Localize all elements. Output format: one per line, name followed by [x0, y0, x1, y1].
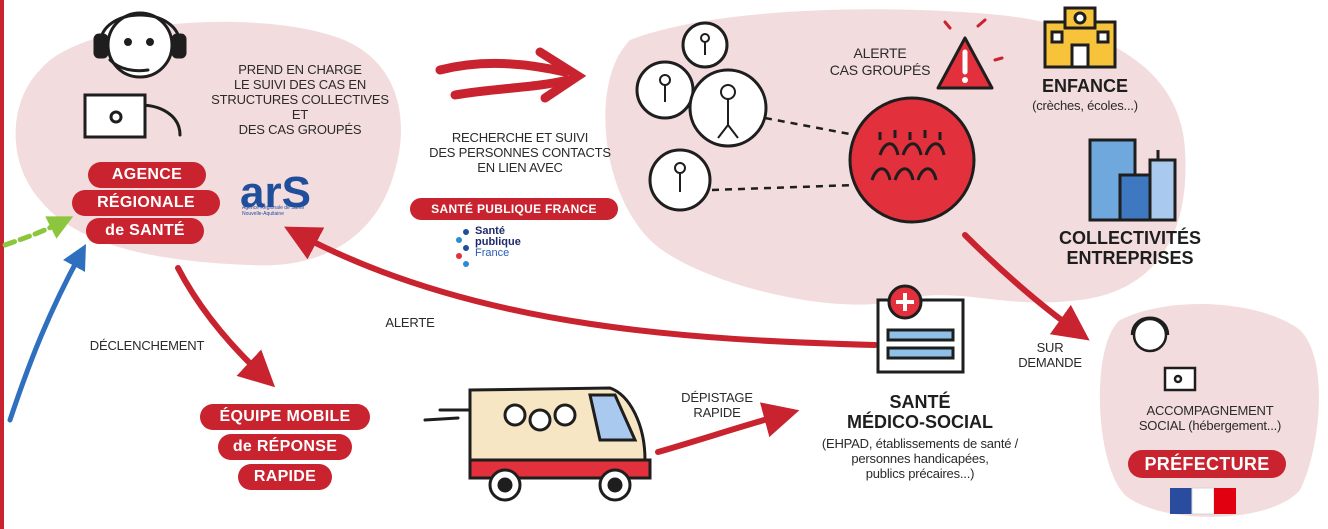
- declenchement-label: DÉCLENCHEMENT: [89, 338, 205, 353]
- depistage-label: DÉPISTAGE RAPIDE: [672, 390, 762, 420]
- sante-sub-line: publics précaires...): [865, 466, 975, 481]
- prefecture-text: ACCOMPAGNEMENT SOCIAL (hébergement...): [1110, 403, 1310, 433]
- prefecture-line: SOCIAL (hébergement...): [1138, 418, 1282, 433]
- spf-logo-line: France: [475, 247, 510, 259]
- dashed-connections: [711, 116, 856, 192]
- sur-demande-label: SUR DEMANDE: [1005, 340, 1095, 370]
- arrow-declenchement: [175, 265, 276, 388]
- call-agent-icon: [83, 11, 187, 139]
- ars-role-line: STRUCTURES COLLECTIVES ET: [211, 92, 389, 122]
- office-buildings-icon: [1088, 138, 1177, 222]
- alert-line: CAS GROUPÉS: [829, 62, 931, 78]
- spf-intro-text: RECHERCHE ET SUIVI DES PERSONNES CONTACT…: [425, 130, 615, 175]
- spf-intro-line: RECHERCHE ET SUIVI: [451, 130, 589, 145]
- arrow-sur-demande: [962, 232, 1090, 341]
- equipe-pill-line2: de RÉPONSE: [218, 434, 352, 460]
- sante-title-line: MÉDICO-SOCIAL: [847, 412, 993, 432]
- collectivites-text: COLLECTIVITÉS ENTREPRISES: [1045, 228, 1215, 268]
- prefecture-agent-icon: [1130, 316, 1197, 392]
- ars-pill-line3: de SANTÉ: [86, 218, 204, 244]
- equipe-pill-line3: RAPIDE: [238, 464, 332, 490]
- motion-lines: [423, 408, 472, 422]
- sante-sub-line: personnes handicapées,: [851, 451, 989, 466]
- van-icon: [468, 386, 652, 502]
- school-icon: [1043, 6, 1117, 69]
- arrow-blue-incoming: [7, 244, 86, 423]
- spf-intro-line: EN LIEN AVEC: [477, 160, 563, 175]
- equipe-pill-line1: ÉQUIPE MOBILE: [200, 404, 370, 430]
- sur-demande-line: DEMANDE: [1018, 355, 1082, 370]
- hospital-icon: [876, 284, 965, 374]
- collectivites-line: COLLECTIVITÉS: [1058, 228, 1201, 248]
- arrow-ars-to-clusters: [435, 47, 587, 103]
- spf-pill: SANTÉ PUBLIQUE FRANCE: [410, 198, 618, 220]
- collectivites-line: ENTREPRISES: [1066, 248, 1194, 268]
- spf-logo-line: publique: [475, 236, 521, 248]
- spf-logo-dots: [456, 229, 469, 267]
- alert-triangle-icon: [936, 18, 1004, 90]
- enfance-subtitle: (crèches, écoles...): [1032, 98, 1138, 113]
- sante-subtitle: (EHPAD, établissements de santé / person…: [800, 436, 1040, 481]
- sante-sub-line: (EHPAD, établissements de santé /: [821, 436, 1019, 451]
- spf-logo-text: Santé publique France: [475, 226, 521, 259]
- contacts-stick-figures: [659, 33, 739, 192]
- ars-role-line: PREND EN CHARGE: [238, 62, 362, 77]
- sante-title: SANTÉ MÉDICO-SOCIAL: [825, 392, 1015, 432]
- alerte-label: ALERTE: [385, 315, 435, 330]
- depistage-line: RAPIDE: [693, 405, 741, 420]
- french-republic-logo: [1170, 487, 1236, 515]
- ars-pill-line1: AGENCE: [88, 162, 206, 188]
- spf-logo-line: Santé: [475, 225, 505, 237]
- ars-logo-subtitle: Agence Régionale de Santé Nouvelle-Aquit…: [242, 205, 305, 217]
- ars-logo-text: arS: [240, 168, 311, 217]
- left-border-stripe: [0, 0, 4, 529]
- sur-demande-line: SUR: [1036, 340, 1064, 355]
- alert-clusters-text: ALERTE CAS GROUPÉS: [820, 45, 940, 79]
- cluster-icon: [848, 96, 976, 224]
- arrow-depistage: [655, 402, 800, 455]
- arrow-green-incoming: [2, 216, 74, 248]
- sante-title-line: SANTÉ: [889, 392, 951, 412]
- prefecture-line: ACCOMPAGNEMENT: [1146, 403, 1274, 418]
- ars-role-text: PREND EN CHARGE LE SUIVI DES CAS EN STRU…: [205, 62, 395, 137]
- ars-blob: [15, 21, 402, 266]
- prefecture-pill: PRÉFECTURE: [1128, 450, 1286, 478]
- contacts-group-icon: [635, 21, 768, 212]
- enfance-title: ENFANCE: [1041, 76, 1128, 96]
- ars-role-line: LE SUIVI DES CAS EN: [233, 77, 367, 92]
- alert-line: ALERTE: [853, 45, 907, 61]
- arrow-alerte: [284, 226, 878, 348]
- spf-intro-line: DES PERSONNES CONTACTS: [429, 145, 611, 160]
- ars-role-line: DES CAS GROUPÉS: [238, 122, 362, 137]
- ars-logo: arS: [240, 168, 311, 217]
- ars-pill-line2: RÉGIONALE: [72, 190, 220, 216]
- depistage-line: DÉPISTAGE: [681, 390, 753, 405]
